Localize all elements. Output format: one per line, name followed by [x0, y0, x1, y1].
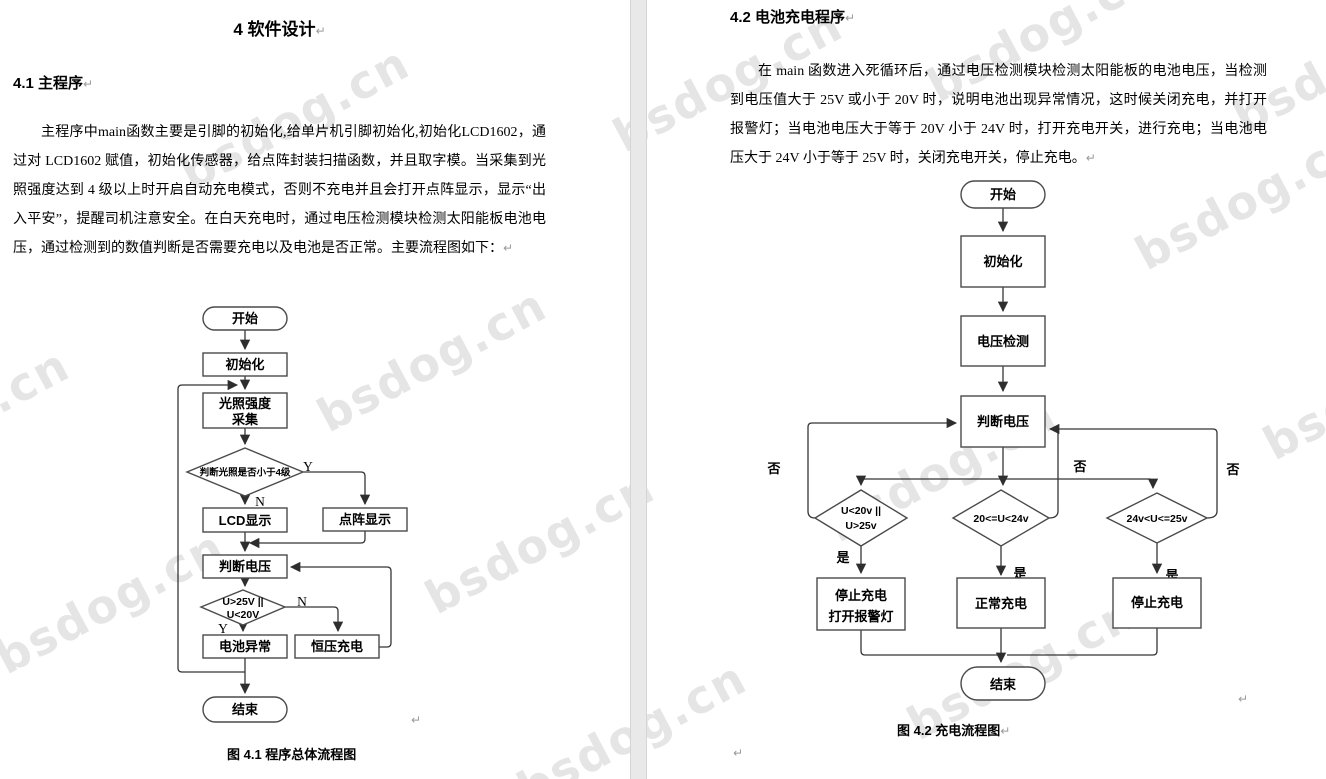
- node-battery-abnormal: [202, 634, 288, 659]
- figure-caption-text: 图 4.1 程序总体流程图: [227, 747, 357, 762]
- paragraph-mark: ↵: [1000, 724, 1011, 738]
- decision-24to25: [1105, 492, 1209, 544]
- decision-light-level-label: 判断光照是否小于4级: [200, 467, 291, 479]
- node-stop-charge-alarm-label-1: 停止充电: [835, 588, 887, 603]
- node-end-label: 结束: [990, 677, 1017, 692]
- node-start-label: 开始: [990, 187, 1016, 202]
- figure-caption-4-2: 图 4.2 充电流程图↵: [897, 720, 1010, 739]
- node-judge-voltage-label: 判断电压: [977, 414, 1029, 429]
- decision3-label: 24v<U<=25v: [1126, 513, 1187, 525]
- label-yes-y: Y: [303, 459, 313, 474]
- node-start: [960, 180, 1046, 209]
- paragraph-mark: ↵: [1085, 151, 1096, 165]
- decision-voltage-range: [199, 589, 287, 626]
- page-title-text: 4 软件设计: [233, 20, 316, 39]
- node-stop-charge-label: 停止充电: [1131, 595, 1183, 610]
- node-init-label: 初始化: [225, 357, 264, 372]
- node-stop-charge-alarm-label-2: 打开报警灯: [828, 609, 893, 624]
- section-heading-text: 4.2 电池充电程序: [730, 9, 846, 26]
- section-heading-text: 4.1 主程序: [13, 75, 84, 92]
- node-normal-charge-label: 正常充电: [975, 596, 1027, 611]
- node-end: [202, 696, 288, 723]
- node-judge-voltage: [202, 554, 288, 579]
- node-init: [960, 235, 1046, 288]
- node-battery-abnormal-label: 电池异常: [219, 639, 271, 654]
- node-stop-charge: [1112, 577, 1202, 629]
- decision1-label-1: U<20v ||: [841, 505, 881, 517]
- node-light-collect-label-2: 采集: [231, 412, 259, 427]
- decision-light-level: [185, 447, 305, 497]
- node-lcd-display-label: LCD显示: [219, 513, 272, 528]
- node-init: [202, 352, 288, 377]
- flowchart-charging-program: 开始 初始化 电压检测 判断电压 U<20v || U>25v 20<=U<24…: [766, 180, 1240, 701]
- body-paragraph-right: 在 main 函数进入死循环后，通过电压检测模块检测太阳能板的电池电压，当检测到…: [730, 57, 1267, 173]
- node-cv-charge-label: 恒压充电: [311, 639, 363, 654]
- node-cv-charge: [294, 634, 380, 659]
- label-no: 否: [766, 461, 780, 476]
- flowchart-main-program: 开始 初始化 光照强度 采集 判断光照是否小于4级 Y N LCD显示 点阵显示…: [177, 306, 408, 723]
- node-judge-voltage-label: 判断电压: [219, 559, 271, 574]
- label-no-n: N: [297, 594, 307, 609]
- decision-voltage-label-2: U<20V: [227, 609, 259, 621]
- paragraph-mark: ↵: [503, 241, 514, 255]
- paragraph-mark: ↵: [315, 24, 326, 38]
- figure-caption-text: 图 4.2 充电流程图: [897, 723, 1001, 738]
- node-start: [202, 306, 288, 331]
- node-end-label: 结束: [232, 702, 259, 717]
- node-judge-voltage: [960, 395, 1046, 448]
- section-heading-4-2: 4.2 电池充电程序↵: [730, 6, 855, 27]
- node-end: [960, 666, 1046, 701]
- node-voltage-detect-label: 电压检测: [977, 334, 1029, 349]
- node-light-collect: [202, 392, 288, 429]
- node-voltage-detect: [960, 315, 1046, 367]
- decision-voltage-label-1: U>25V ||: [222, 596, 263, 608]
- body-paragraph-text: 在 main 函数进入死循环后，通过电压检测模块检测太阳能板的电池电压，当检测到…: [730, 64, 1267, 166]
- paragraph-mark: ↵: [733, 746, 744, 760]
- decision-under20-over25: [813, 489, 909, 547]
- decision1-label-2: U>25v: [845, 520, 876, 532]
- figure-caption-4-1: 图 4.1 程序总体流程图: [227, 744, 356, 763]
- label-no: 否: [1072, 459, 1086, 474]
- node-matrix-display: [322, 507, 408, 532]
- node-matrix-display-label: 点阵显示: [339, 512, 391, 527]
- node-stop-charge-alarm: [816, 577, 906, 631]
- label-yes: 是: [1012, 566, 1027, 581]
- body-paragraph-text: 主程序中main函数主要是引脚的初始化,给单片机引脚初始化,初始化LCD1602…: [13, 125, 546, 256]
- node-init-label: 初始化: [983, 254, 1022, 269]
- decision-20to24: [951, 489, 1051, 547]
- label-yes-y: Y: [218, 621, 228, 636]
- paragraph-mark: ↵: [83, 77, 94, 91]
- node-light-collect-label-1: 光照强度: [218, 396, 272, 411]
- decision2-label: 20<=U<24v: [973, 513, 1028, 525]
- page-title: 4 软件设计↵: [13, 15, 546, 40]
- node-start-label: 开始: [232, 311, 258, 326]
- section-heading-4-1: 4.1 主程序↵: [13, 72, 93, 93]
- paragraph-mark: ↵: [1238, 692, 1249, 706]
- body-paragraph-left: 主程序中main函数主要是引脚的初始化,给单片机引脚初始化,初始化LCD1602…: [13, 118, 546, 263]
- label-no: 否: [1225, 462, 1239, 477]
- paragraph-mark: ↵: [845, 11, 856, 25]
- node-lcd-display: [202, 507, 288, 533]
- node-normal-charge: [956, 577, 1046, 629]
- label-no-n: N: [255, 494, 265, 509]
- label-yes: 是: [835, 550, 850, 565]
- paragraph-mark: ↵: [411, 713, 422, 727]
- page-divider: [630, 0, 647, 779]
